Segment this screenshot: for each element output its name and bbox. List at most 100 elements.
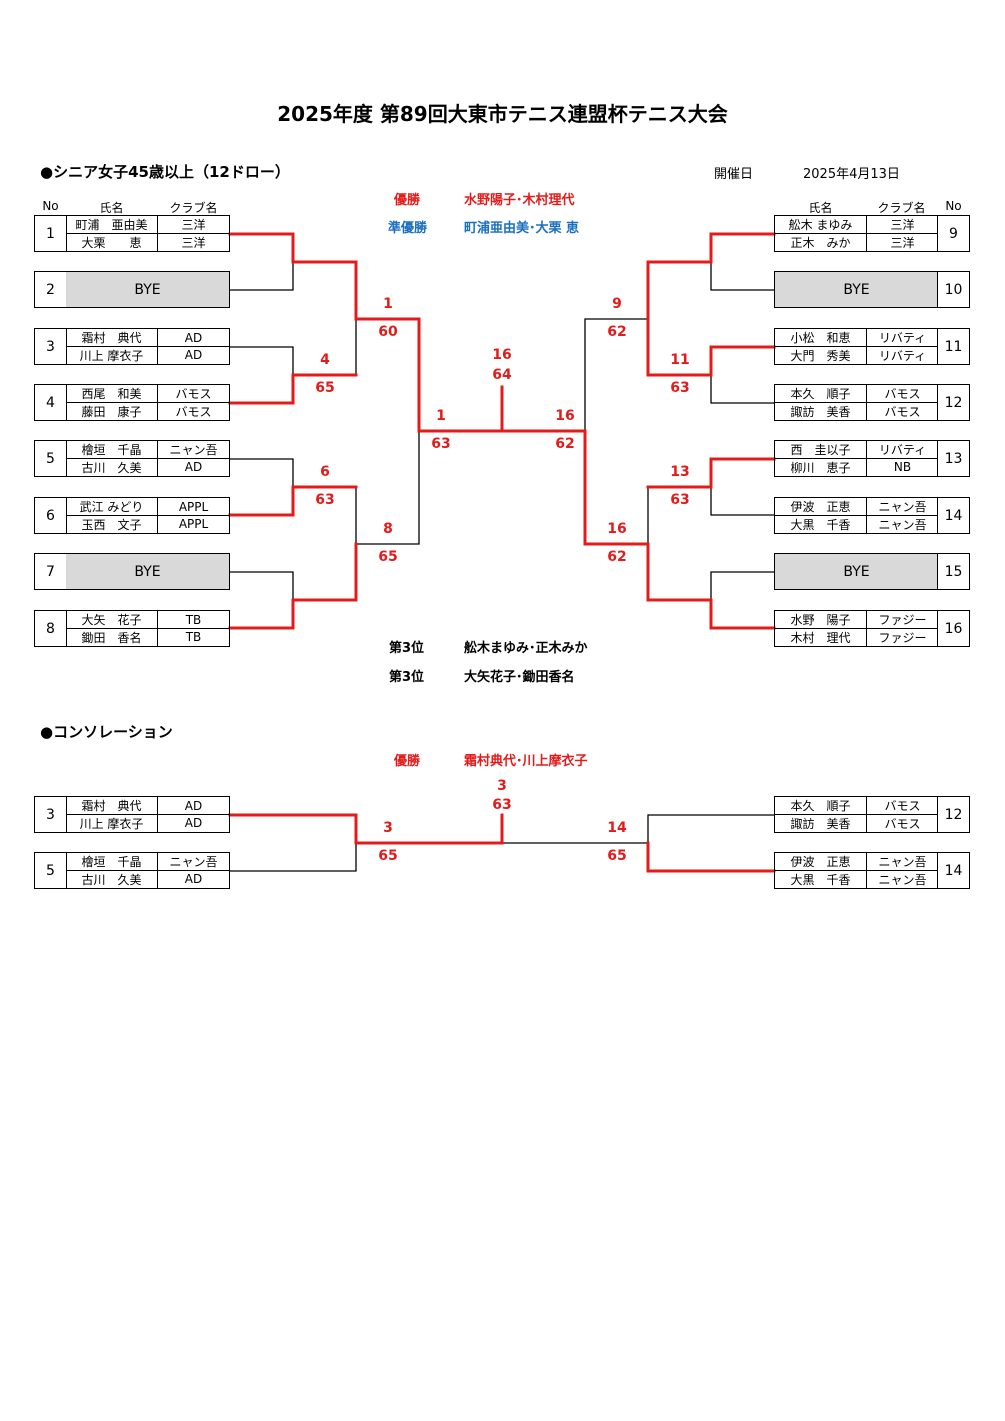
date-value: 2025年4月13日 xyxy=(803,167,900,182)
match-winner-label: 1 xyxy=(436,408,446,424)
entry-number: 13 xyxy=(937,441,969,476)
club-name: AD xyxy=(157,814,229,832)
match-winner-label: 16 xyxy=(607,521,627,537)
player-name: 小松 和恵 xyxy=(790,331,851,346)
entry-box: 小松 和恵リバティ 大門 秀美リバティ 11 xyxy=(774,328,970,365)
club-name: ニャン吾 xyxy=(157,853,229,871)
entry-box: 水野 陽子ファジー 木村 理代ファジー 16 xyxy=(774,610,970,647)
section-heading-consolation: ●コンソレーション xyxy=(40,723,173,741)
entry-number: 7 xyxy=(35,554,67,589)
entry-box: 本久 順子バモス 諏訪 美香バモス 12 xyxy=(774,384,970,421)
consolation-winner-label: 優勝 xyxy=(394,754,421,769)
club-name: バモス xyxy=(157,385,229,403)
match-winner-label: 8 xyxy=(383,521,393,537)
club-name: TB xyxy=(157,611,229,629)
player-name: 古川 久美 xyxy=(81,872,142,887)
player-name: 檜垣 千晶 xyxy=(81,855,142,870)
club-name: ニャン吾 xyxy=(866,498,938,516)
club-name: AD xyxy=(157,870,229,888)
bye-label: BYE xyxy=(775,272,938,307)
club-name: AD xyxy=(157,458,229,476)
club-name: ニャン吾 xyxy=(866,870,938,888)
club-name: APPL xyxy=(157,498,229,516)
entry-box: 伊波 正恵ニャン吾 大黒 千香ニャン吾 14 xyxy=(774,852,970,889)
player-name: 藤田 康子 xyxy=(81,404,142,419)
club-name: AD xyxy=(157,797,229,815)
club-name: 三洋 xyxy=(157,216,229,234)
player-name: 大栗 恵 xyxy=(81,235,142,250)
player-name: 川上 摩衣子 xyxy=(79,816,144,831)
match-winner-label: 1 xyxy=(383,296,393,312)
player-name: 舩木 まゆみ xyxy=(788,218,853,233)
player-name: 霜村 典代 xyxy=(81,331,142,346)
club-name: NB xyxy=(866,458,938,476)
entry-number: 16 xyxy=(937,611,969,646)
match-winner-label: 3 xyxy=(383,820,393,836)
final-winner-label: 16 xyxy=(492,347,512,363)
entry-number: 2 xyxy=(35,272,67,307)
club-name: ニャン吾 xyxy=(157,441,229,459)
entry-number: 12 xyxy=(937,797,969,832)
match-winner-label: 9 xyxy=(612,296,622,312)
club-name: 三洋 xyxy=(866,233,938,251)
club-name: 三洋 xyxy=(157,233,229,251)
final-winner-label: 3 xyxy=(497,778,507,794)
entry-number: 15 xyxy=(937,554,969,589)
club-name: バモス xyxy=(866,385,938,403)
col-header-no-left: No xyxy=(42,199,59,213)
club-name: ニャン吾 xyxy=(866,853,938,871)
consolation-winner-names: 霜村典代･川上摩衣子 xyxy=(464,754,588,769)
player-name: 大黒 千香 xyxy=(790,517,851,532)
final-score-label: 63 xyxy=(492,797,512,813)
entry-number: 14 xyxy=(937,853,969,888)
player-name: 大矢 花子 xyxy=(81,613,142,628)
player-name: 諏訪 美香 xyxy=(790,404,851,419)
match-score-label: 62 xyxy=(607,549,627,565)
club-name: バモス xyxy=(866,814,938,832)
entry-number: 1 xyxy=(35,216,67,251)
player-name: 木村 理代 xyxy=(790,630,851,645)
entry-number: 4 xyxy=(35,385,67,420)
club-name: バモス xyxy=(866,402,938,420)
bye-label: BYE xyxy=(66,554,229,589)
match-winner-label: 16 xyxy=(555,408,575,424)
player-name: 町浦 亜由美 xyxy=(75,218,148,233)
match-winner-label: 13 xyxy=(670,464,690,480)
match-score-label: 62 xyxy=(555,436,575,452)
winner-names: 水野陽子･木村理代 xyxy=(464,193,575,208)
entry-box: 本久 順子バモス 諏訪 美香バモス 12 xyxy=(774,796,970,833)
entry-number: 14 xyxy=(937,498,969,533)
player-name: 水野 陽子 xyxy=(790,613,851,628)
player-name: 諏訪 美香 xyxy=(790,816,851,831)
match-score-label: 63 xyxy=(431,436,451,452)
match-winner-label: 6 xyxy=(320,464,330,480)
entry-number: 11 xyxy=(937,329,969,364)
entry-number: 10 xyxy=(937,272,969,307)
player-name: 本久 順子 xyxy=(790,387,851,402)
club-name: AD xyxy=(157,346,229,364)
col-header-name-right: 氏名 xyxy=(808,201,833,215)
match-score-label: 63 xyxy=(670,380,690,396)
match-score-label: 62 xyxy=(607,324,627,340)
entry-number: 8 xyxy=(35,611,67,646)
runner-up-label: 準優勝 xyxy=(388,221,428,236)
bye-box: BYE 10 xyxy=(774,271,970,308)
player-name: 鋤田 香名 xyxy=(81,630,142,645)
club-name: ファジー xyxy=(866,628,938,646)
bye-label: BYE xyxy=(775,554,938,589)
player-name: 霜村 典代 xyxy=(81,799,142,814)
match-score-label: 65 xyxy=(607,848,627,864)
third-place-names-2: 大矢花子･鋤田香名 xyxy=(464,670,575,685)
bye-label: BYE xyxy=(66,272,229,307)
player-name: 本久 順子 xyxy=(790,799,851,814)
match-score-label: 63 xyxy=(315,492,335,508)
club-name: バモス xyxy=(157,402,229,420)
final-score-label: 64 xyxy=(492,367,512,383)
